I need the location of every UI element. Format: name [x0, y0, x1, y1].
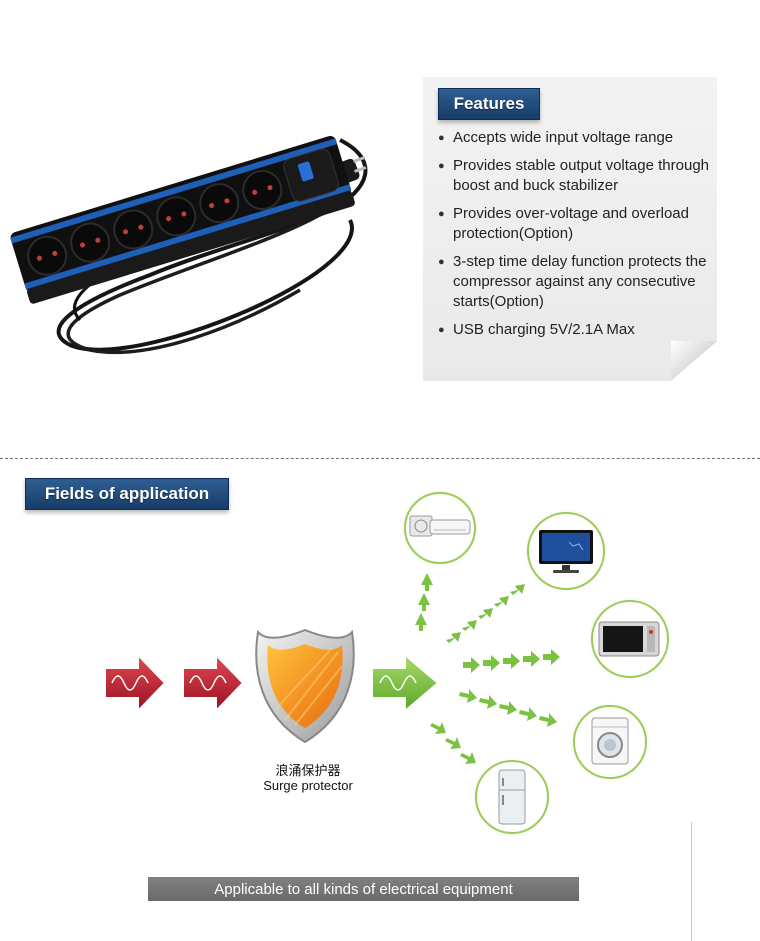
features-title: Features — [438, 88, 540, 120]
distribution-arrows — [415, 573, 560, 764]
input-arrow-icon — [182, 652, 245, 714]
feature-item: Accepts wide input voltage range — [438, 128, 713, 148]
dashed-divider — [0, 458, 760, 459]
input-arrow-icon — [104, 652, 167, 714]
output-arrow-icon — [371, 652, 440, 714]
tv-circle — [527, 512, 605, 590]
power-strip-image — [10, 100, 410, 370]
microwave-icon — [598, 621, 660, 657]
washing-machine-circle — [573, 705, 647, 779]
applicability-banner: Applicable to all kinds of electrical eq… — [148, 877, 579, 901]
shield-icon — [255, 628, 355, 744]
refrigerator-circle — [475, 760, 549, 834]
feature-item: Provides stable output voltage through b… — [438, 156, 713, 196]
tv-icon — [539, 530, 593, 573]
fields-title: Fields of application — [25, 478, 229, 510]
refrigerator-icon — [498, 769, 526, 825]
feature-item: 3-step time delay function protects the … — [438, 252, 713, 312]
decorative-line — [691, 822, 692, 941]
microwave-circle — [591, 600, 669, 678]
surge-protector-label-en: Surge protector — [263, 778, 353, 793]
application-diagram — [0, 480, 760, 860]
surge-protector-label-cn: 浪涌保护器 — [275, 763, 341, 778]
air-conditioner-icon — [409, 515, 471, 537]
feature-item: USB charging 5V/2.1A Max — [438, 320, 713, 340]
feature-item: Provides over-voltage and overload prote… — [438, 204, 713, 244]
air-conditioner-circle — [404, 492, 476, 564]
washing-machine-icon — [591, 717, 629, 765]
features-list: Accepts wide input voltage range Provide… — [438, 128, 713, 348]
